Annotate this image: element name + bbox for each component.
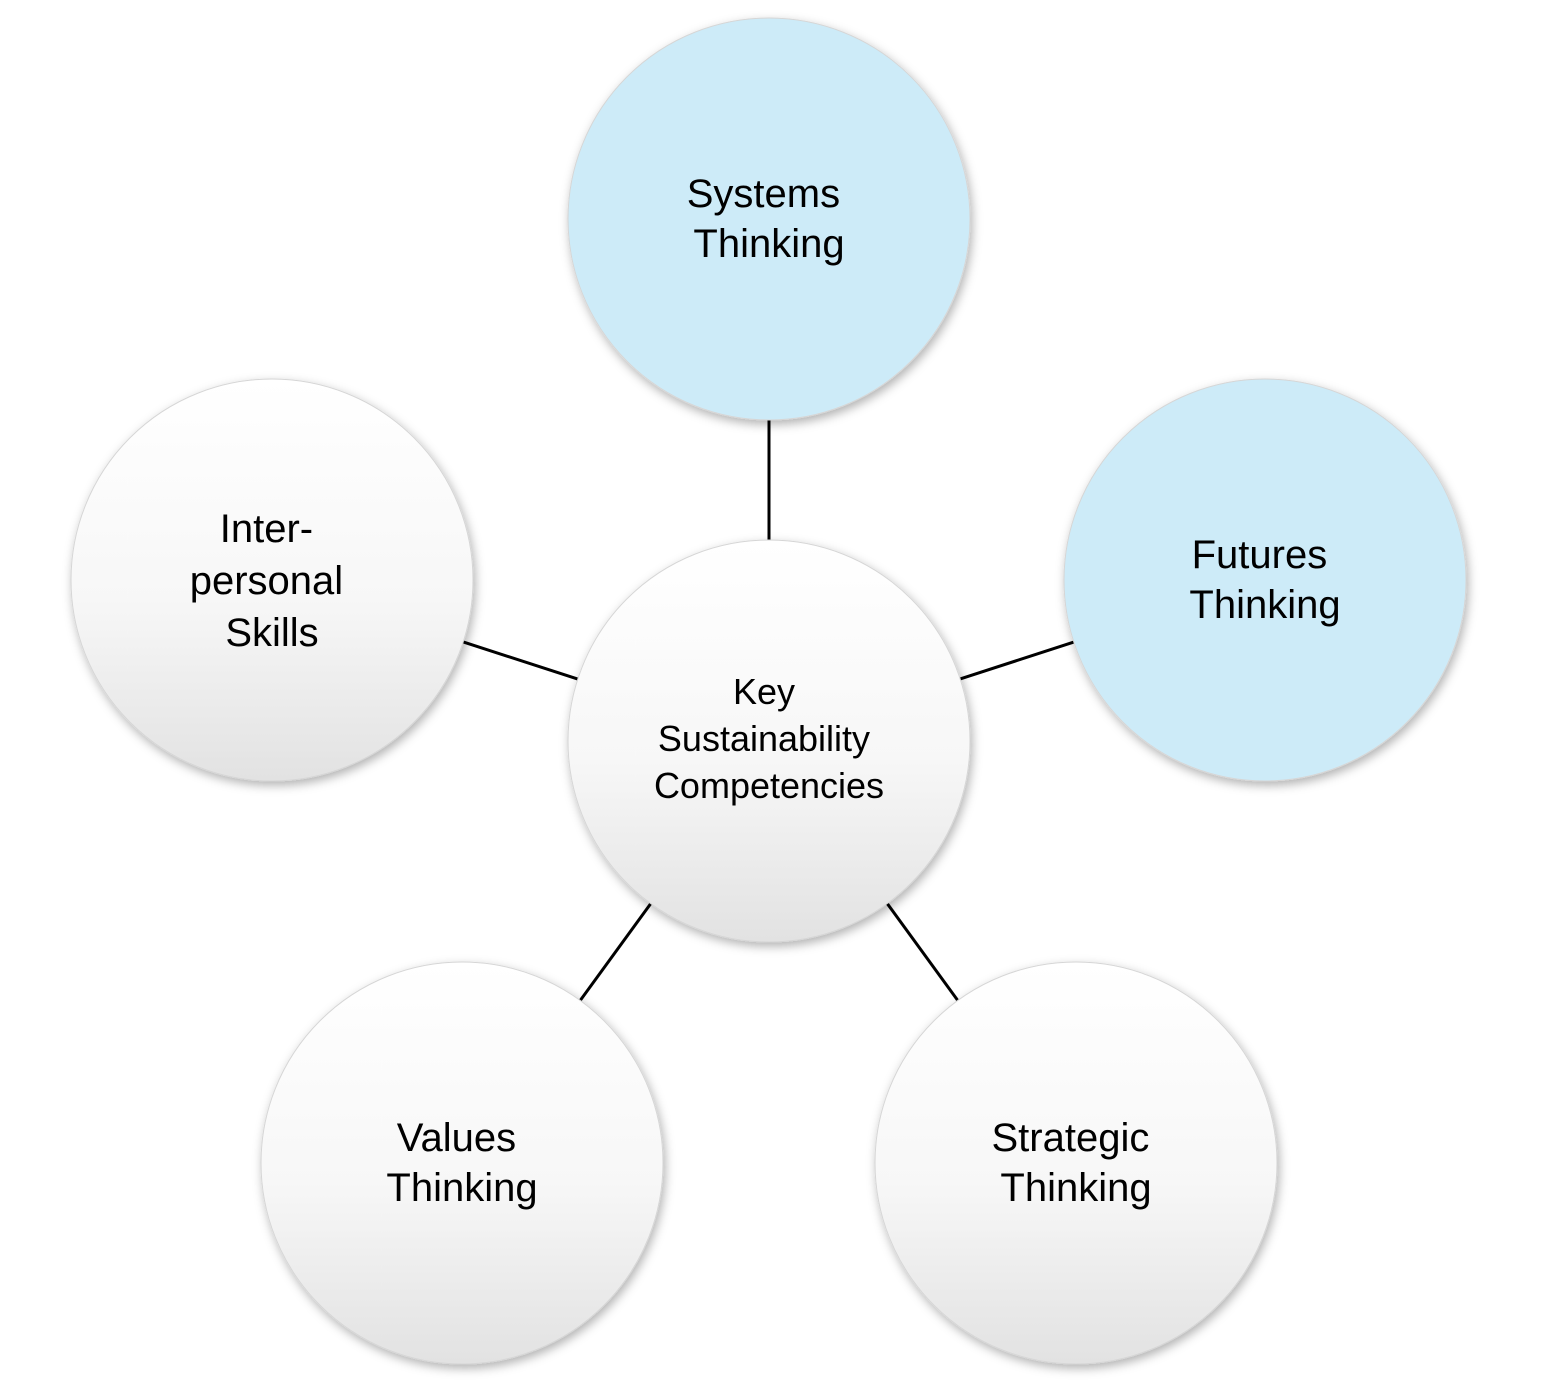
node-label-line: Futures (1192, 533, 1328, 577)
node-label-line: Skills (225, 611, 318, 655)
node-label-line: Thinking (1189, 583, 1340, 627)
node-label-systems-thinking: Systems Thinking (687, 172, 851, 266)
center-circle (567, 539, 971, 943)
node-systems-thinking: Systems Thinking (567, 17, 971, 421)
node-label-futures-thinking: Futures Thinking (1189, 533, 1340, 627)
connector-line-strategic-thinking (885, 902, 960, 1002)
node-strategic-thinking: Strategic Thinking (874, 961, 1278, 1365)
node-circle-systems-thinking (567, 17, 971, 421)
connector-group (462, 420, 1075, 1002)
center-label-line: Sustainability (658, 718, 870, 759)
center-node: Key Sustainability Competencies (567, 539, 971, 943)
node-futures-thinking: Futures Thinking (1063, 378, 1467, 782)
node-circle-interpersonal-skills (70, 378, 474, 782)
node-circle-values-thinking (260, 961, 664, 1365)
node-label-line: Thinking (1000, 1166, 1151, 1210)
node-label-line: Systems (687, 172, 840, 216)
node-circle-strategic-thinking (874, 961, 1278, 1365)
node-label-line: Values (397, 1116, 516, 1160)
connector-line-values-thinking (578, 902, 653, 1002)
node-label-line: Inter- (220, 507, 313, 551)
center-label-line: Competencies (654, 765, 884, 806)
center-label: Key Sustainability Competencies (654, 671, 884, 806)
node-label-strategic-thinking: Strategic Thinking (992, 1116, 1161, 1210)
node-label-line: Thinking (693, 222, 844, 266)
node-label-values-thinking: Values Thinking (386, 1116, 537, 1210)
node-label-line: Thinking (386, 1166, 537, 1210)
connector-line-futures-thinking (959, 640, 1075, 681)
node-interpersonal-skills: Inter- personal Skills (70, 378, 474, 782)
center-label-line: Key (733, 671, 795, 712)
node-circle-futures-thinking (1063, 378, 1467, 782)
outer-nodes: Systems Thinking Futures Thinking Strate… (70, 17, 1467, 1365)
node-label-interpersonal-skills: Inter- personal Skills (190, 507, 355, 655)
connector-line-interpersonal-skills (462, 640, 579, 681)
node-label-line: Strategic (992, 1116, 1150, 1160)
node-label-line: personal (190, 559, 343, 603)
node-values-thinking: Values Thinking (260, 961, 664, 1365)
